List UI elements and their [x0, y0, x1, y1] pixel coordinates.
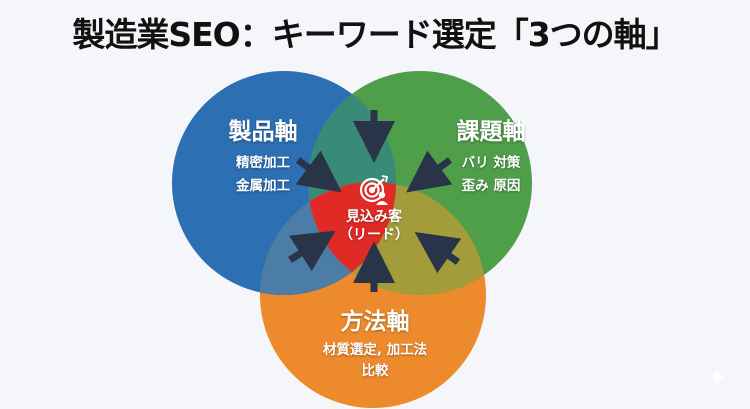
method-axis-label: 方法軸 材質選定, 加工法 比較 — [300, 302, 450, 382]
arrows — [288, 110, 462, 292]
method-axis-title: 方法軸 — [340, 309, 410, 335]
problem-axis-title: 課題軸 — [456, 119, 526, 145]
problem-axis-item: 歪み 原因 — [461, 178, 521, 194]
arrow-upper-left — [295, 150, 342, 193]
center-label-line1: 見込み客 — [346, 209, 402, 225]
product-axis-item: 精密加工 — [236, 155, 290, 171]
method-axis-item: 材質選定, 加工法 — [322, 342, 428, 358]
problem-axis-label: 課題軸 バリ 対策 歪み 原因 — [432, 112, 550, 198]
arrow-lower-left — [288, 230, 336, 272]
target-person-icon — [359, 175, 389, 205]
arrow-upper-right — [406, 150, 453, 193]
center-label-line2: （リード） — [339, 227, 409, 243]
method-axis-item: 比較 — [361, 363, 389, 379]
product-axis-item: 金属加工 — [236, 178, 290, 194]
problem-axis-item: バリ 対策 — [461, 155, 521, 171]
product-axis-label: 製品軸 精密加工 金属加工 — [204, 112, 322, 198]
product-axis-title: 製品軸 — [228, 119, 298, 145]
arrow-lower-right — [414, 232, 462, 274]
center-label: 見込み客 （リード） — [324, 208, 424, 244]
page-title: 製造業SEO：キーワード選定「3つの軸」 — [72, 15, 678, 54]
